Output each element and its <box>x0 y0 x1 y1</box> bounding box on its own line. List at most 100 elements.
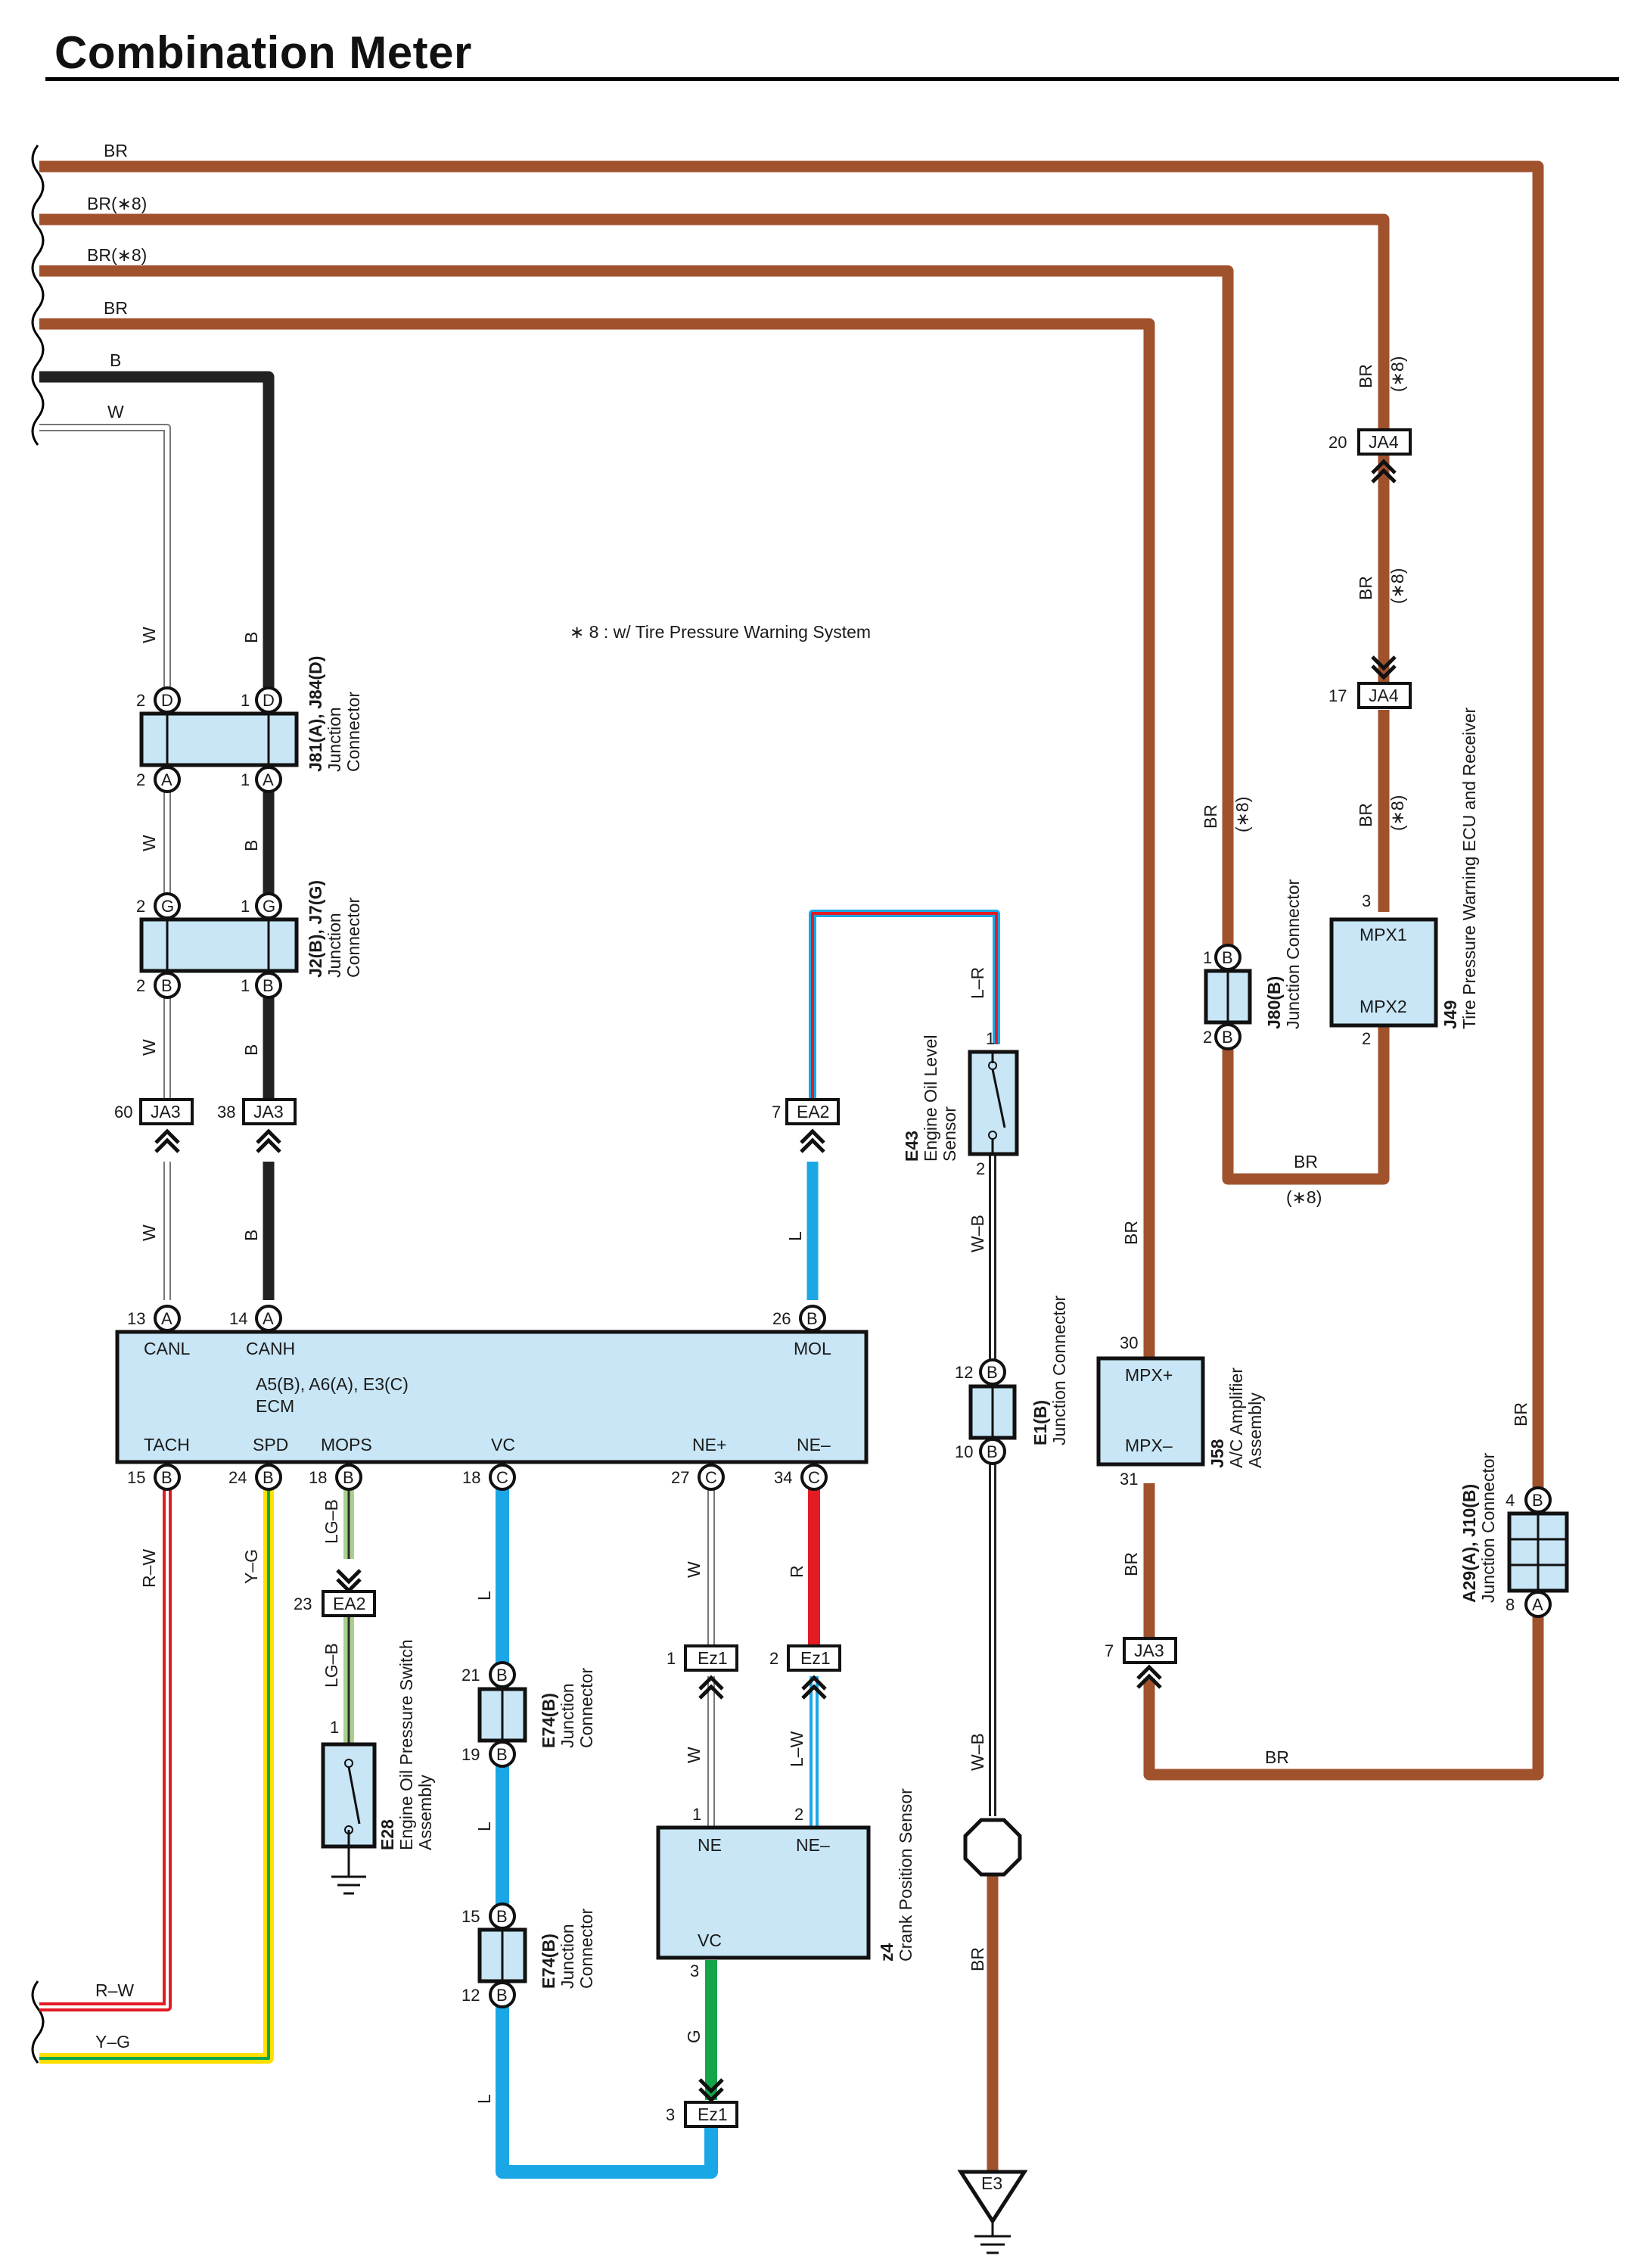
z4-pin-vc: VC <box>698 1930 722 1950</box>
ecm-name: ECM <box>256 1396 294 1416</box>
vertical-wire-label-text: (∗8) <box>1388 795 1407 831</box>
vertical-wire-label-text: L–R <box>968 967 987 999</box>
pin-number-text: 34 <box>774 1468 792 1487</box>
e74a-name2: Connector <box>576 1668 596 1748</box>
vertical-wire-label-text: L <box>474 1591 494 1601</box>
wire-br-1 <box>39 160 1544 1495</box>
vertical-wire-label-text: L–W <box>787 1731 806 1767</box>
e74b-name2: Connector <box>576 1909 596 1989</box>
connector-boxes <box>139 428 1412 2128</box>
pin-number-text: 15 <box>127 1468 145 1487</box>
pin-letter-text: A <box>263 1309 274 1328</box>
ez1-ne-minus-label: Ez1 <box>800 1648 831 1668</box>
pin-number-text: 1 <box>667 1649 676 1668</box>
ecm-pin-mol: MOL <box>794 1339 831 1358</box>
pin-number-text: 1 <box>692 1805 701 1824</box>
pin-number-text: 18 <box>462 1468 480 1487</box>
pin-number-text: 21 <box>461 1666 480 1685</box>
vertical-wire-label-text: BR <box>1201 804 1220 829</box>
vertical-wire-label-text: R–W <box>139 1549 159 1588</box>
j58-name1: A/C Amplifier <box>1226 1367 1246 1468</box>
pin-number-text: 24 <box>228 1468 247 1487</box>
ez1-ne-label: Ez1 <box>698 1648 728 1668</box>
z4-id: z4 <box>877 1943 897 1962</box>
brown-wires <box>39 160 1544 2176</box>
j81-id: J81(A), J84(D) <box>306 656 325 772</box>
pin-letter-text: D <box>263 691 275 710</box>
e43-name2: Sensor <box>940 1106 959 1162</box>
vertical-wire-label-text: L <box>474 2094 494 2104</box>
pin-number-text: 4 <box>1506 1491 1515 1510</box>
j58-box <box>1096 1356 1205 1467</box>
pin-letter-text: D <box>161 691 173 710</box>
pin-number-text: 60 <box>114 1103 132 1122</box>
ez1-vc-label: Ez1 <box>698 2105 728 2124</box>
ea2-top-label: EA2 <box>797 1102 829 1122</box>
vertical-wire-label-text: BR <box>1511 1402 1530 1426</box>
vertical-wire-label-text: B <box>241 840 261 851</box>
vertical-wire-label-text: BR <box>1121 1552 1141 1576</box>
vertical-wire-label-text: BR <box>968 1947 987 1971</box>
e1-junction <box>968 1384 1017 1440</box>
left-wire-label-text: BR(∗8) <box>87 194 147 213</box>
e74a-name1: Junction <box>558 1683 577 1748</box>
vertical-wire-label-text: W <box>139 627 159 643</box>
vertical-wire-label-text: Y–G <box>241 1549 261 1584</box>
vertical-wire-label-text: W <box>139 1039 159 1056</box>
e1-id: E1(B) <box>1030 1400 1050 1445</box>
e74b-id: E74(B) <box>539 1934 558 1989</box>
pin-number-text: 13 <box>127 1309 145 1328</box>
black-wire <box>39 371 275 1300</box>
horizontal-wire-label-text: BR <box>1294 1152 1318 1171</box>
ecm-pin-ne-minus: NE– <box>797 1435 831 1454</box>
pin-letter-text: G <box>161 897 174 916</box>
left-wire-label-text: W <box>107 402 124 422</box>
j49-box <box>1329 917 1438 1028</box>
e3-ground <box>957 2170 1028 2254</box>
pin-letter-text: A <box>263 770 274 789</box>
pin-number-text: 2 <box>136 770 145 789</box>
vertical-wire-labels: W B W B W B W B L L–R W–B W–B BR BR BR B… <box>139 356 1530 2104</box>
vertical-wire-label-text: W–B <box>968 1215 987 1252</box>
pin-letter-text: B <box>806 1309 818 1328</box>
a29-junction <box>1507 1511 1569 1593</box>
yg-wire <box>39 1477 274 2064</box>
pin-number-text: 12 <box>461 1986 480 2005</box>
connector-chevrons <box>154 459 1397 2103</box>
splice-octagon <box>963 1818 1022 1877</box>
pin-number-text: 23 <box>294 1594 312 1613</box>
j49-name: Tire Pressure Warning ECU and Receiver <box>1459 707 1479 1029</box>
j49-pin-mpx1: MPX1 <box>1360 925 1407 944</box>
junction-j81 <box>139 711 299 767</box>
vertical-wire-label-text: (∗8) <box>1388 356 1407 392</box>
pin-number-text: 2 <box>136 691 145 710</box>
vertical-wire-label-text: LG–B <box>322 1499 341 1544</box>
pin-letter-text: B <box>161 976 172 995</box>
pin-letter-text: C <box>705 1468 717 1487</box>
pin-letter-text: B <box>496 1907 508 1926</box>
j58-id: J58 <box>1207 1439 1227 1468</box>
pin-number-text: 10 <box>955 1442 973 1461</box>
ecm-id: A5(B), A6(A), E3(C) <box>256 1374 409 1394</box>
pin-number-text: 31 <box>1120 1470 1138 1489</box>
j58-pin-mpx-plus: MPX+ <box>1125 1365 1173 1385</box>
pin-letters: D D A A G G B B A A B B B B C C C B B B … <box>161 691 1543 2005</box>
left-break-marks <box>31 145 45 2064</box>
pin-letter-text: B <box>263 976 274 995</box>
vertical-wire-label-text: BR <box>1356 576 1375 600</box>
ja3-bottom-label: JA3 <box>1134 1641 1164 1660</box>
pin-number-text: 38 <box>217 1103 235 1122</box>
vertical-wire-label-text: B <box>241 1044 261 1056</box>
lr-wire <box>806 910 1000 1300</box>
vertical-wire-label-text: BR <box>1121 1221 1141 1245</box>
pin-number-text: 19 <box>461 1745 480 1764</box>
pin-letter-text: B <box>496 1666 508 1685</box>
e3-label: E3 <box>981 2173 1002 2193</box>
vertical-wire-label-text: L <box>474 1822 494 1831</box>
wire-br-2-return <box>1222 1025 1390 1185</box>
pin-number-text: 7 <box>1105 1641 1114 1660</box>
vertical-wire-label-text: R <box>787 1565 806 1578</box>
vertical-wire-label-text: W <box>684 1561 704 1578</box>
pin-letter-text: B <box>161 1468 172 1487</box>
j49-pin-mpx2: MPX2 <box>1360 997 1407 1016</box>
